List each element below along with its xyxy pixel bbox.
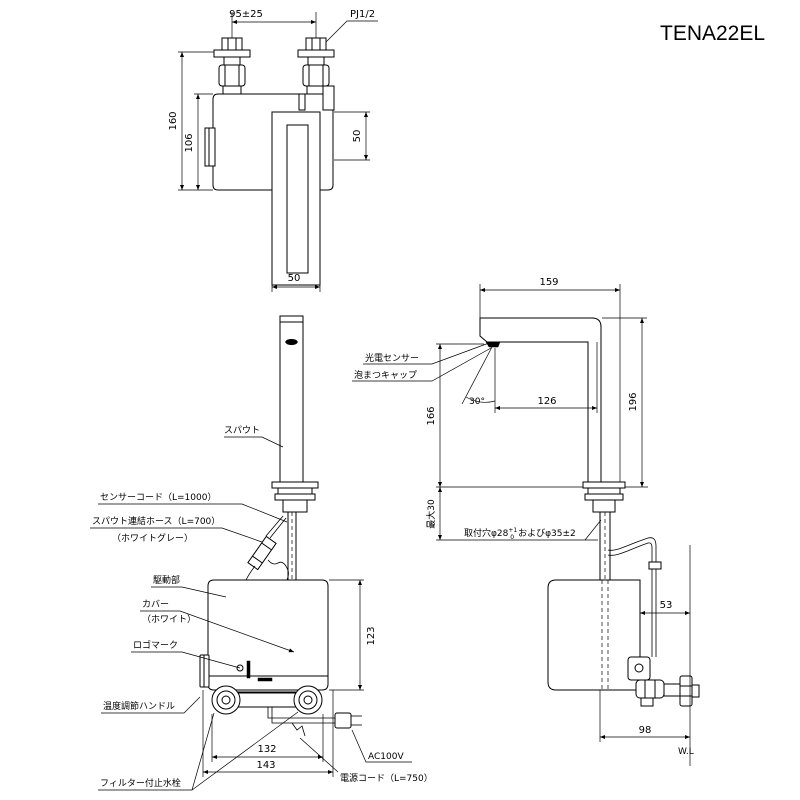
hose-side [607,537,662,657]
spout-base-side [582,481,626,581]
label-drive-unit: 駆動部 [153,574,180,586]
stop-valve-left [211,685,241,715]
mount-hole-tol-upper: +1 [508,527,517,534]
label-sensor-cord: センサーコード（L=1000） [100,492,216,503]
label-spout-hose: スパウト連結ホース（L=700） [92,515,220,527]
front-dimension-lines [202,579,364,777]
spout-top [271,111,321,286]
dim-body-height-front: 123 [366,626,377,645]
dim-inner-width: 132 [257,744,276,755]
dim-fitting-pitch: 95±25 [229,9,263,20]
sensor-window [285,338,298,346]
front-leaders [90,436,412,791]
dim-outlet-height: 166 [426,406,437,425]
angle-label: 30° [469,397,485,407]
dim-outer-width: 143 [256,760,275,771]
label-aerator: 泡まつキャップ [354,369,417,381]
connection-pipes [298,85,335,111]
dim-body-height-top: 106 [184,133,195,152]
power-cord-front [267,707,362,737]
label-logo-mark: ロゴマーク [133,639,178,651]
mount-hole-alt: およびφ35±2 [518,528,576,539]
mount-hole-tol-lower: 0 [510,534,514,541]
dim-spout-width: 50 [288,273,301,284]
dim-total-height-top: 160 [168,111,179,130]
dim-wall-offset: 53 [660,600,673,611]
spout-side [479,317,602,483]
thread-size-label: PJ1/2 [350,9,375,20]
sensor-cord-front [245,515,289,581]
side-view: 159 196 166 最大30 126 30° 53 98 W.L 光電センサ… [352,277,700,766]
drive-unit-side [547,579,641,691]
front-view: 123 132 143 スパウト センサーコード（L=1000） スパウト連結ホ… [90,315,433,791]
drive-unit-front [207,579,329,691]
spout-base-front [271,481,319,513]
label-hose-color: （ホワイトグレー） [112,532,193,544]
dim-outlet-reach: 126 [537,396,556,407]
dim-max-counter: 最大30 [425,499,437,529]
label-sensor: 光電センサー [365,352,419,364]
dim-depth: 98 [639,725,652,736]
temperature-handle [199,654,210,688]
water-line-label: W.L [678,747,694,757]
label-temperature-handle: 温度調節ハンドル [103,700,175,712]
label-power-supply: AC100V [368,752,404,762]
stop-valve-right [293,685,323,715]
label-power-cord: 電源コード（L=750） [340,773,433,784]
mount-hole-main: 取付穴φ28 [464,527,509,539]
label-cover: カバー [142,599,169,610]
stop-valve-side [627,656,700,707]
label-spout: スパウト [224,425,260,436]
top-view: 95±25 PJ1/2 160 106 50 50 [168,9,378,292]
dim-spout-offset: 50 [352,130,363,143]
dim-total-height-side: 196 [628,392,639,411]
label-stop-valve: フィルター付止水栓 [100,777,181,789]
dim-reach: 159 [539,277,558,288]
top-dimension-lines [178,12,378,292]
side-dimension-lines [352,284,691,766]
supply-fitting-right [297,37,335,95]
label-cover-color: （ホワイト） [142,614,196,625]
supply-fitting-left [213,37,251,95]
model-name: TENA22EL [660,22,765,45]
